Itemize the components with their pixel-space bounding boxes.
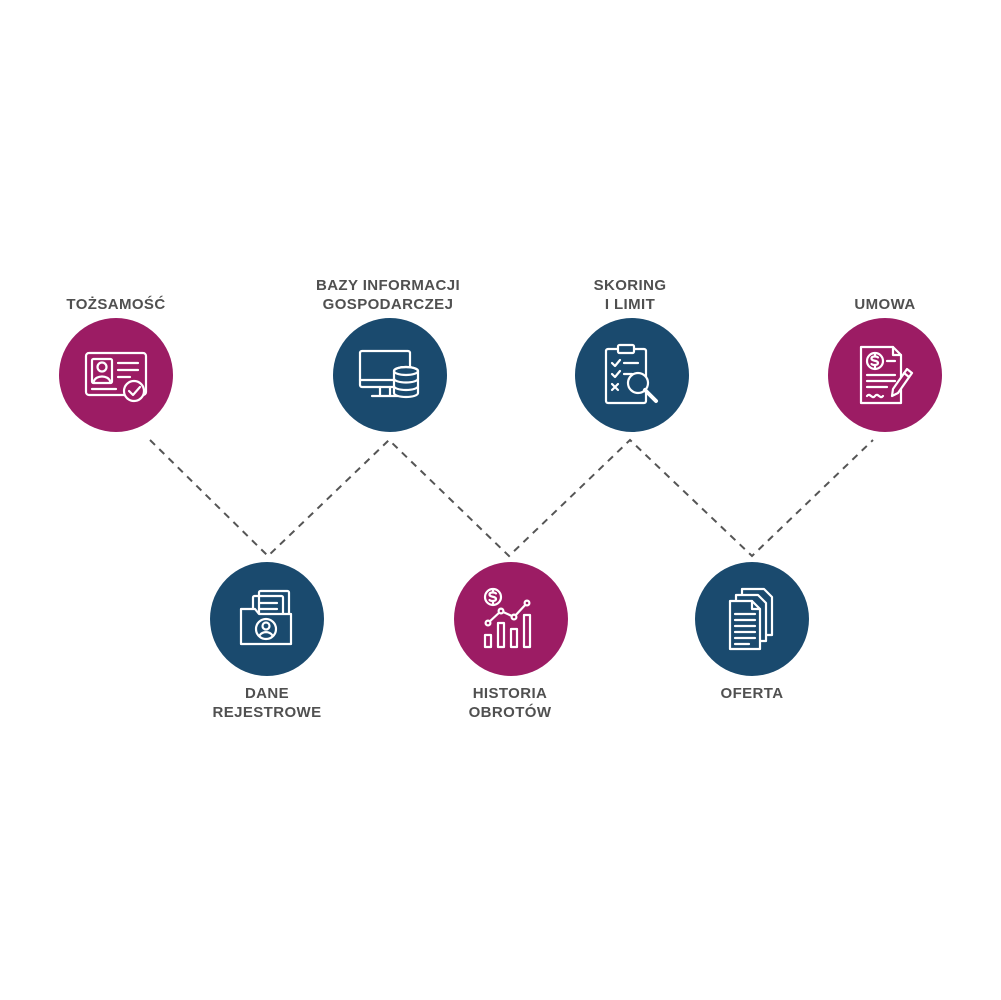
monitor-database-icon xyxy=(358,349,420,399)
step-label-dane-rejestrowe: DANE REJESTROWE xyxy=(212,685,322,721)
step-label-umowa: UMOWA xyxy=(854,296,916,313)
step-label-tozsamosc: TOŻSAMOŚĆ xyxy=(66,296,166,313)
clipboard-checklist-search-icon xyxy=(604,343,658,405)
step-node-skoring-i-limit xyxy=(575,318,689,432)
dollar-bar-chart-icon xyxy=(483,587,532,649)
step-node-bazy-informacji xyxy=(333,318,447,432)
step-label-bazy-informacji: BAZY INFORMACJI GOSPODARCZEJ xyxy=(315,277,461,313)
signed-contract-dollar-icon xyxy=(859,345,914,405)
step-label-oferta: OFERTA xyxy=(720,685,784,702)
step-label-skoring-i-limit: SKORING I LIMIT xyxy=(593,277,667,313)
step-node-dane-rejestrowe xyxy=(210,562,324,676)
step-node-historia-obrotow xyxy=(454,562,568,676)
id-card-check-icon xyxy=(84,351,148,403)
folder-user-icon xyxy=(239,589,293,646)
step-node-umowa xyxy=(828,318,942,432)
step-node-tozsamosc xyxy=(59,318,173,432)
step-label-historia-obrotow: HISTORIA OBROTÓW xyxy=(468,685,552,721)
step-node-oferta xyxy=(695,562,809,676)
stacked-documents-icon xyxy=(728,587,774,651)
